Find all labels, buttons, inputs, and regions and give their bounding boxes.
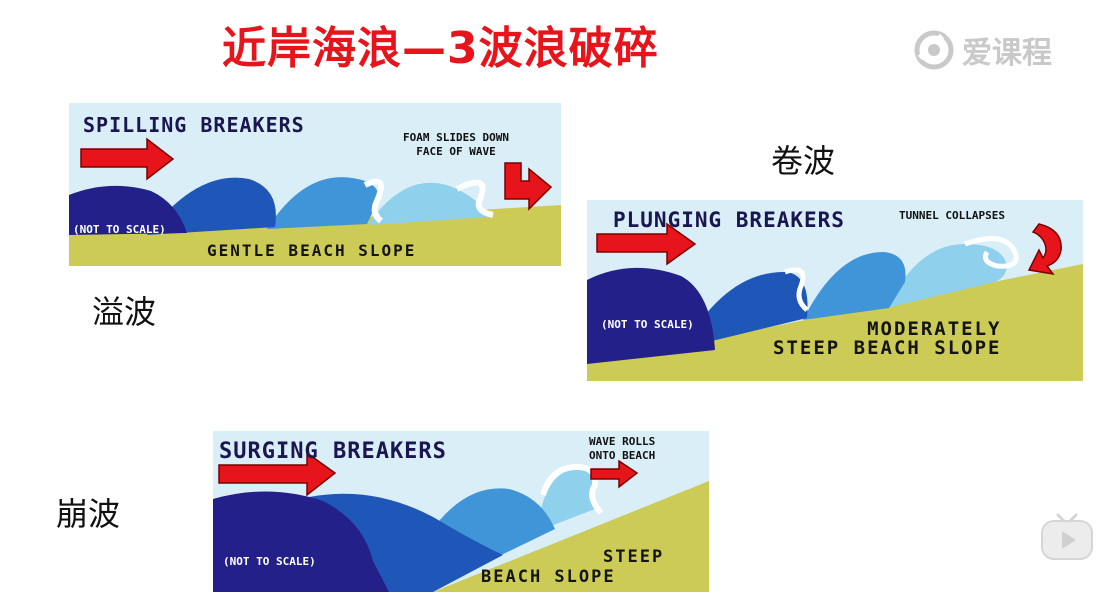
- surging-note: WAVE ROLLS ONTO BEACH: [589, 435, 656, 462]
- surging-title: SURGING BREAKERS: [219, 439, 447, 464]
- slide-title: 近岸海浪—3波浪破碎: [222, 23, 659, 74]
- plunging-breakers-panel: PLUNGING BREAKERS TUNNEL COLLAPSES (NOT …: [587, 200, 1083, 381]
- plunging-label: 卷波: [771, 142, 836, 180]
- plunging-slope: MODERATELY STEEP BEACH SLOPE: [773, 318, 1002, 359]
- surging-breakers-panel: SURGING BREAKERS WAVE ROLLS ONTO BEACH (…: [213, 431, 709, 592]
- spilling-note: FOAM SLIDES DOWN FACE OF WAVE: [403, 131, 509, 158]
- plunging-scale: (NOT TO SCALE): [601, 318, 694, 331]
- plunging-title: PLUNGING BREAKERS: [613, 208, 845, 232]
- spilling-title: SPILLING BREAKERS: [83, 113, 305, 137]
- plunging-breakers-illustration: [587, 200, 1083, 381]
- surging-slope-line1: STEEP: [603, 547, 665, 567]
- spilling-breakers-illustration: [69, 103, 561, 266]
- play-icon[interactable]: [1040, 513, 1094, 561]
- plunging-note: TUNNEL COLLAPSES: [899, 209, 1005, 222]
- spilling-scale: (NOT TO SCALE): [73, 223, 166, 236]
- surging-slope-line2: BEACH SLOPE: [481, 567, 616, 587]
- surging-breakers-illustration: [213, 431, 709, 592]
- surging-label: 崩波: [56, 495, 121, 533]
- watermark: 爱课程: [912, 28, 1052, 72]
- surging-scale: (NOT TO SCALE): [223, 555, 316, 568]
- aikecheng-logo-icon: [914, 30, 954, 70]
- spilling-slope: GENTLE BEACH SLOPE: [207, 241, 417, 260]
- spilling-label: 溢波: [92, 293, 157, 331]
- spilling-breakers-panel: SPILLING BREAKERS FOAM SLIDES DOWN FACE …: [69, 103, 561, 266]
- watermark-text: 爱课程: [962, 36, 1052, 71]
